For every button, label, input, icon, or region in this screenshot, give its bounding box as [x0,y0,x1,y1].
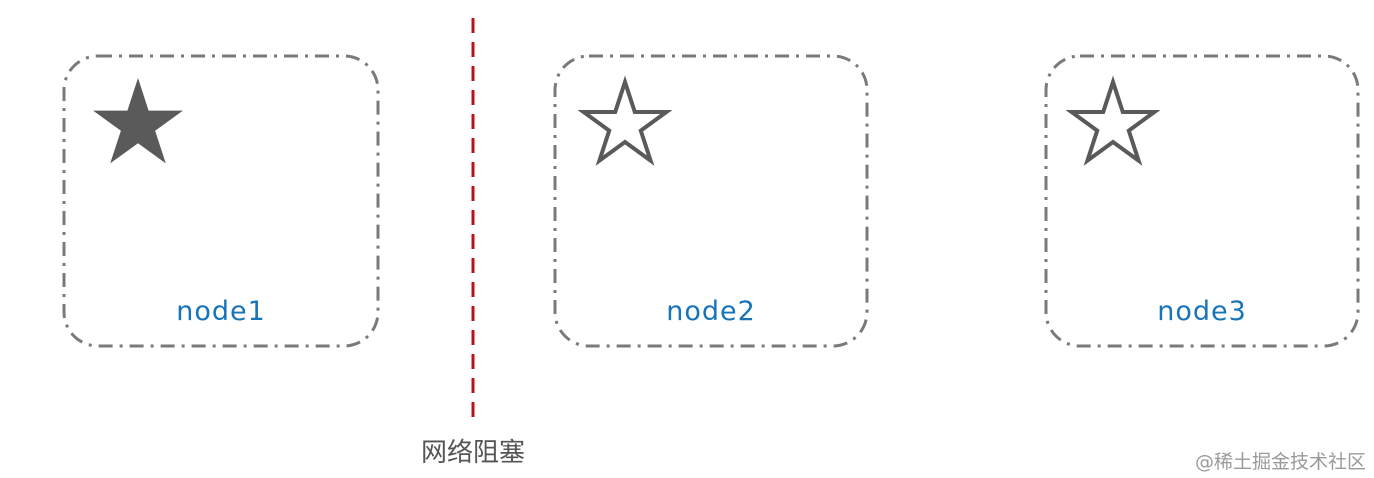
node-1-label: node1 [176,296,266,327]
node-1-box [62,54,380,348]
node-2: node2 [553,54,869,348]
network-partition: 网络阻塞 [421,18,525,468]
star-filled-icon [93,78,183,164]
node-3: node3 [1044,54,1360,348]
star-outline-icon [577,75,673,166]
watermark: @稀土掘金技术社区 [1195,451,1366,473]
star-outline-icon [1065,75,1161,166]
node-2-box [553,54,869,348]
node-3-label: node3 [1157,296,1247,327]
node-1: node1 [62,54,380,348]
node-2-label: node2 [666,296,756,327]
partition-label: 网络阻塞 [421,438,525,468]
node-3-box [1044,54,1360,348]
